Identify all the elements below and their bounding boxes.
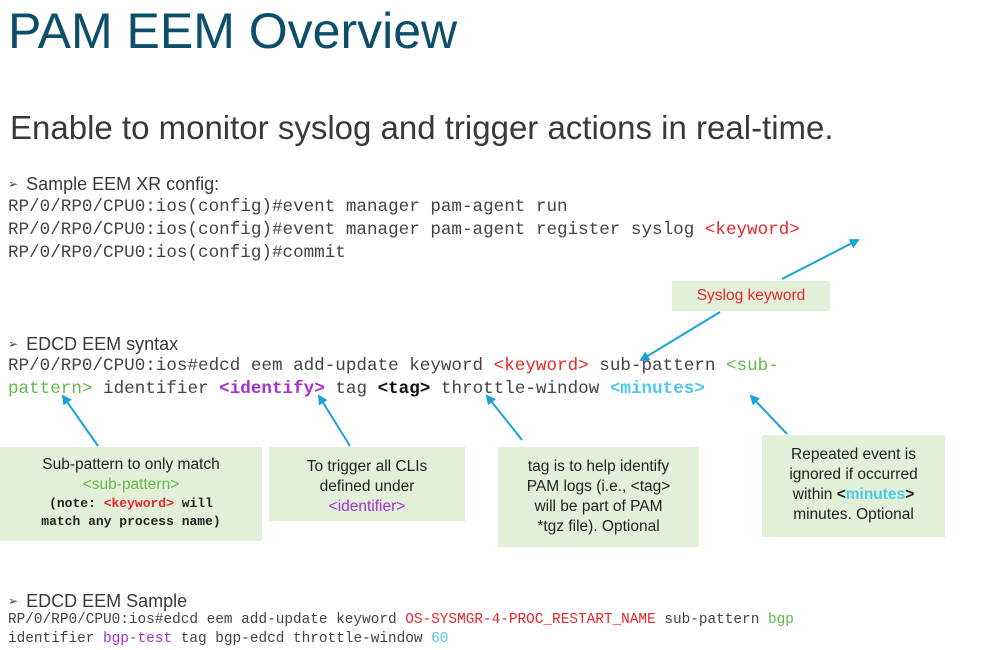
config-line-1: RP/0/RP0/CPU0:ios(config)#event manager … [8, 197, 568, 217]
page-title: PAM EEM Overview [8, 3, 458, 59]
callout-subpattern-tag: <sub-pattern> [82, 476, 180, 493]
sample-minutes: 60 [431, 631, 449, 647]
sample-subpattern: bgp [767, 612, 794, 628]
callout-text: Repeated event is [791, 446, 916, 463]
section-heading-text: EDCD EEM Sample [26, 591, 188, 611]
config-line-3: RP/0/RP0/CPU0:ios(config)#commit [8, 243, 346, 263]
callout-text: ignored if occurred [789, 466, 918, 483]
callout-text: will be part of PAM [534, 498, 663, 515]
sample-text: RP/0/RP0/CPU0:ios#edcd eem add-update ke… [8, 612, 406, 628]
callout-identifier: To trigger all CLIs defined under <ident… [269, 447, 465, 521]
arrow-subpattern [61, 394, 99, 447]
tag-placeholder: <tag> [377, 379, 431, 399]
page-subtitle: Enable to monitor syslog and trigger act… [10, 109, 834, 146]
subpattern-placeholder: pattern> [8, 379, 93, 399]
sample-text: identifier [8, 631, 103, 647]
syntax-text: throttle-window [430, 379, 610, 399]
callout-text: *tgz file). Optional [537, 518, 660, 535]
callout-text-line-3: within <minutes> [762, 485, 945, 505]
sample-text: sub-pattern [655, 612, 768, 628]
syntax-text: RP/0/RP0/CPU0:ios#edcd eem add-update ke… [8, 356, 494, 376]
arrow-syslog-to-config [781, 239, 860, 280]
arrow-identifier [317, 394, 351, 447]
callout-text: defined under [319, 478, 415, 495]
callout-note-text: (note: [49, 496, 104, 511]
config-line-2: RP/0/RP0/CPU0:ios(config)#event manager … [8, 219, 800, 242]
identify-placeholder: <identify> [219, 379, 325, 399]
callout-tag-value: <tag> [630, 478, 671, 495]
bullet-arrow-icon: ➢ [8, 594, 19, 608]
sample-text: tag bgp-edcd throttle-window [172, 631, 432, 647]
bullet-arrow-icon: ➢ [8, 337, 19, 351]
callout-lt: < [836, 486, 846, 503]
callout-minutes: Repeated event is ignored if occurred wi… [762, 435, 945, 537]
syntax-text: identifier [92, 379, 220, 399]
section-heading-text: Sample EEM XR config: [26, 174, 220, 194]
callout-tag: tag is to help identify PAM logs (i.e., … [498, 447, 699, 547]
syslog-keyword-label: Syslog keyword [672, 281, 830, 311]
keyword-placeholder: <keyword> [493, 356, 589, 376]
callout-text: Sub-pattern to only match [42, 456, 220, 473]
callout-text: within [792, 486, 837, 503]
callout-minutes-value: minutes [845, 486, 906, 503]
subpattern-placeholder: <sub- [725, 356, 779, 376]
sample-line-1: RP/0/RP0/CPU0:ios#edcd eem add-update ke… [8, 610, 794, 630]
syntax-text: sub-pattern [588, 356, 726, 376]
callout-note-text: will [173, 496, 213, 511]
syntax-line-2: pattern> identifier <identify> tag <tag>… [8, 378, 705, 401]
sample-line-2: identifier bgp-test tag bgp-edcd throttl… [8, 629, 448, 649]
syntax-text: tag [324, 379, 378, 399]
callout-subpattern: Sub-pattern to only match <sub-pattern> … [0, 447, 262, 541]
arrow-tag [485, 394, 523, 441]
callout-note: (note: <keyword> will [0, 495, 262, 513]
callout-note-line-2: match any process name) [41, 514, 221, 529]
section-heading-edcd-syntax: ➢ EDCD EEM syntax [8, 333, 178, 357]
bullet-arrow-icon: ➢ [8, 177, 19, 191]
callout-gt: > [905, 486, 915, 503]
minutes-placeholder: <minutes> [609, 379, 705, 399]
sample-keyword: OS-SYSMGR-4-PROC_RESTART_NAME [405, 612, 656, 628]
syntax-line-1: RP/0/RP0/CPU0:ios#edcd eem add-update ke… [8, 355, 779, 378]
callout-text-line-2: PAM logs (i.e., <tag> [498, 477, 699, 497]
config-line-2-text: RP/0/RP0/CPU0:ios(config)#event manager … [8, 220, 705, 240]
callout-note-keyword: <keyword> [103, 496, 174, 511]
callout-text: To trigger all CLIs [306, 458, 428, 475]
section-heading-edcd-sample: ➢ EDCD EEM Sample [8, 590, 187, 614]
keyword-placeholder: <keyword> [704, 220, 800, 240]
callout-text: tag is to help identify [527, 458, 670, 475]
callout-text: PAM logs (i.e., [526, 478, 631, 495]
callout-text: minutes. Optional [793, 506, 914, 523]
arrow-minutes [749, 394, 788, 435]
callout-identifier-tag: <identifier> [328, 498, 406, 515]
sample-identifier: bgp-test [103, 631, 173, 647]
section-heading-text: EDCD EEM syntax [26, 334, 179, 354]
arrow-syslog-to-syntax [639, 311, 721, 362]
section-heading-sample-config: ➢ Sample EEM XR config: [8, 173, 219, 197]
